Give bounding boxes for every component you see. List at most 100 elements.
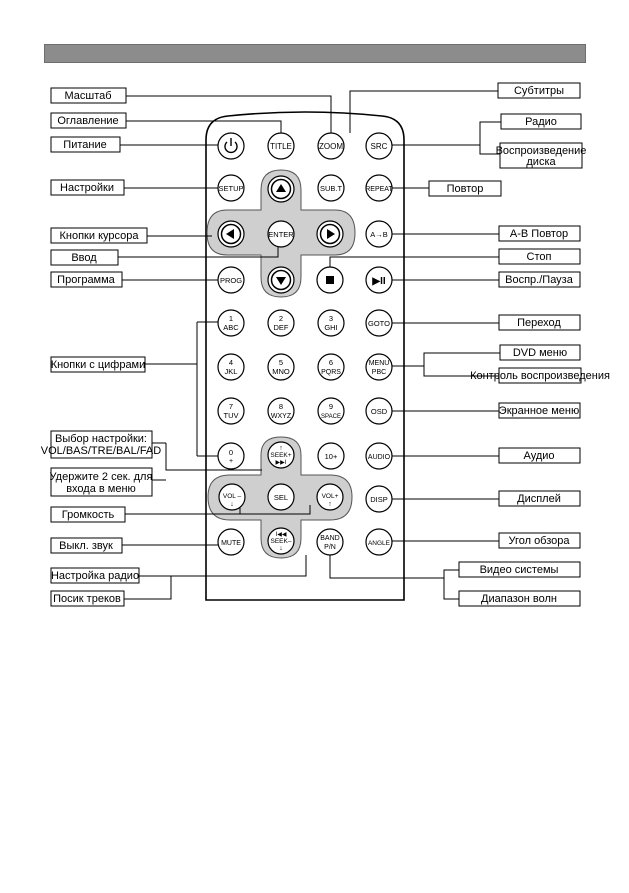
play-pause-button[interactable]: ▶II [365, 266, 393, 294]
angle-button[interactable]: ANGLE [365, 528, 393, 556]
svg-text:SRC: SRC [371, 142, 388, 151]
svg-text:SPACE: SPACE [321, 414, 341, 420]
cursor-left-button[interactable] [217, 220, 245, 248]
audio-button[interactable]: AUDIO [365, 442, 393, 470]
svg-text:2: 2 [279, 314, 283, 323]
svg-text:DVD меню: DVD меню [513, 347, 567, 359]
ab-repeat-button[interactable]: A→B [365, 220, 393, 248]
svg-text:SETUP: SETUP [218, 184, 243, 193]
svg-text:DISP: DISP [370, 495, 388, 504]
title-button[interactable]: TITLE [267, 132, 295, 160]
subt-button[interactable]: SUB.T [317, 174, 345, 202]
svg-text:JKL: JKL [225, 367, 238, 376]
disp-button[interactable]: DISP [365, 485, 393, 513]
svg-text:Воспроизведение: Воспроизведение [496, 145, 587, 157]
setup-button[interactable]: SETUP [217, 174, 245, 202]
svg-text:SEL: SEL [274, 493, 288, 502]
label-track-search: Посик треков [50, 590, 125, 607]
osd-button[interactable]: OSD [365, 397, 393, 425]
svg-text:SEEK+: SEEK+ [270, 452, 291, 459]
svg-text:Масштаб: Масштаб [64, 90, 111, 102]
svg-text:Кнопки с цифрами: Кнопки с цифрами [51, 359, 146, 371]
power-button[interactable] [217, 132, 245, 160]
repeat-button[interactable]: REPEAT [365, 174, 393, 202]
svg-text:MNO: MNO [272, 367, 290, 376]
svg-text:Воспр./Пауза: Воспр./Пауза [505, 274, 574, 286]
svg-text:0: 0 [229, 448, 233, 457]
label-volume: Громкость [50, 506, 126, 523]
enter-button[interactable]: ENTER [267, 220, 295, 248]
label-dvd-menu: DVD меню [499, 344, 581, 361]
svg-text:AUDIO: AUDIO [368, 454, 391, 461]
svg-text:5: 5 [279, 358, 283, 367]
label-select: Выбор настройки: VOL/BAS/TRE/BAL/FAD [41, 430, 161, 459]
svg-text:Выбор настройки:: Выбор настройки: [55, 433, 147, 445]
svg-text:диска: диска [526, 156, 556, 168]
svg-text:9: 9 [329, 402, 333, 411]
src-button[interactable]: SRC [365, 132, 393, 160]
cursor-right-button[interactable] [316, 220, 344, 248]
svg-text:Субтитры: Субтитры [514, 85, 564, 97]
svg-text:Ввод: Ввод [71, 252, 97, 264]
svg-text:GOTO: GOTO [368, 319, 390, 328]
stop-button[interactable] [316, 266, 344, 294]
zoom-button[interactable]: ZOOM [317, 132, 345, 160]
svg-text:Удержите 2 сек. для: Удержите 2 сек. для [50, 471, 153, 483]
svg-text:VOL+: VOL+ [322, 493, 339, 500]
label-stop: Стоп [498, 248, 581, 265]
svg-text:A-B Повтор: A-B Повтор [510, 228, 568, 240]
label-setup: Настройки [50, 179, 125, 196]
vol-plus-button[interactable]: VOL+ ↑ [316, 483, 344, 511]
sel-button[interactable]: SEL [267, 483, 295, 511]
svg-text:ABC: ABC [223, 323, 239, 332]
svg-text:Контроль воспроизведения: Контроль воспроизведения [470, 370, 610, 382]
label-band: Диапазон волн [458, 590, 581, 607]
svg-text:↓: ↓ [230, 501, 234, 508]
label-disc: Воспроизведение диска [496, 142, 587, 169]
vol-minus-button[interactable]: VOL – ↓ [218, 483, 246, 511]
prog-button[interactable]: PROG [217, 266, 245, 294]
svg-text:Повтор: Повтор [447, 183, 484, 195]
label-audio: Аудио [498, 447, 581, 464]
cursor-down-button[interactable] [267, 266, 295, 294]
svg-text:REPEAT: REPEAT [365, 186, 393, 193]
goto-button[interactable]: GOTO [365, 309, 393, 337]
digit-0-button[interactable]: 0+ [217, 442, 245, 470]
seek-down-button[interactable]: I◀◀ SEEK– ↓ [267, 527, 295, 555]
svg-text:DEF: DEF [274, 323, 289, 332]
label-title: Оглавление [50, 112, 127, 129]
label-prog: Программа [50, 271, 123, 288]
svg-text:↓: ↓ [279, 545, 283, 552]
cursor-up-button[interactable] [267, 175, 295, 203]
svg-text:MENU: MENU [369, 360, 390, 367]
label-radio: Радио [500, 113, 582, 130]
svg-text:8: 8 [279, 402, 283, 411]
ten-plus-button[interactable]: 10+ [317, 442, 345, 470]
svg-text:Дисплей: Дисплей [517, 493, 561, 505]
svg-text:10+: 10+ [325, 452, 338, 461]
arrow-down-icon [276, 277, 286, 285]
svg-text:↑: ↑ [279, 445, 283, 452]
svg-text:TUV: TUV [224, 411, 239, 420]
svg-text:Оглавление: Оглавление [57, 115, 118, 127]
svg-text:WXYZ: WXYZ [271, 413, 292, 420]
play-pause-icon: ▶II [371, 276, 385, 287]
prev-track-icon: I◀◀ [276, 532, 287, 538]
svg-text:VOL –: VOL – [223, 493, 242, 500]
seek-up-button[interactable]: ↑ SEEK+ ▶▶I [267, 441, 295, 469]
svg-text:1: 1 [229, 314, 233, 323]
mute-button[interactable]: MUTE [217, 528, 245, 556]
svg-text:↑: ↑ [328, 501, 332, 508]
